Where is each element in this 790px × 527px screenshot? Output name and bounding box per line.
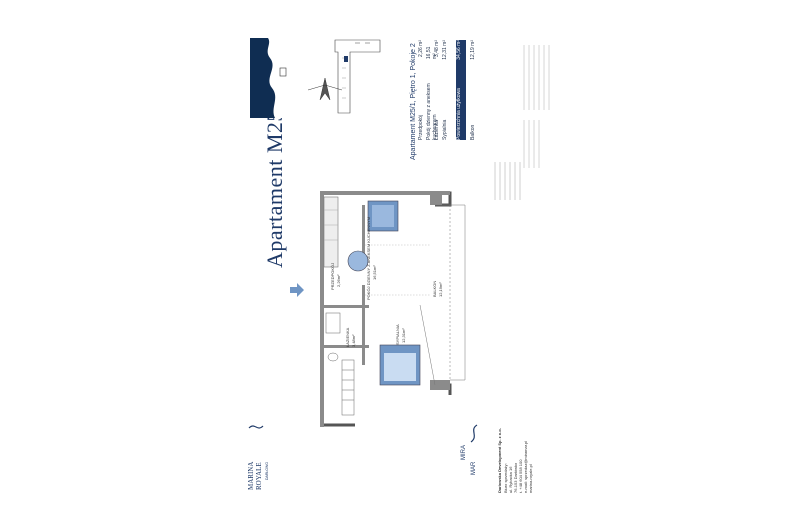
svg-text:ROYALE: ROYALE xyxy=(255,462,263,490)
marina-royale-logo: MARINA ROYALE DARŁOWO xyxy=(245,420,275,495)
company-web[interactable]: marina-royale.pl xyxy=(528,464,533,493)
company-name: Darlowska Development Sp. z o.o. xyxy=(497,428,502,493)
location-minimap xyxy=(250,38,300,118)
room-label-balkon: BALKON xyxy=(432,280,437,297)
svg-text:MARINA: MARINA xyxy=(247,462,255,490)
floor-plan: PRZEDPOKÓJ 2,26m² POKÓJ DZIENNY Z ANEKSE… xyxy=(300,185,470,435)
company-address: Darlowska Development Sp. z o.o. Biuro s… xyxy=(495,395,535,495)
room-area-pokoj: 16,51m² xyxy=(372,265,377,280)
svg-text:DARŁOWO: DARŁOWO xyxy=(265,462,269,480)
room-label-pokoj: POKÓJ DZIENNY Z ANEKSEM KUCHENNYM xyxy=(366,216,371,300)
room-label-sypialnia: SYPIALNIA xyxy=(395,324,400,345)
room-label-przedpokoj: PRZEDPOKÓJ xyxy=(330,262,335,290)
room-area-sypialnia: 12,31m² xyxy=(401,328,406,343)
svg-text:MAR: MAR xyxy=(471,461,477,475)
compass-icon xyxy=(307,77,343,101)
svg-text:MIRA: MIRA xyxy=(461,445,467,460)
apartment-subtitle: Apartament M25/1, Piętro 1, Pokoje 2 xyxy=(410,43,417,160)
room-label-lazienka: ŁAZIENKA xyxy=(345,327,350,347)
page-title: Apartament M25/1 xyxy=(262,91,287,268)
notes-block xyxy=(520,40,560,170)
site-plan xyxy=(300,38,385,118)
room-area-przedpokoj: 2,26m² xyxy=(336,274,341,287)
entrance-arrow-icon xyxy=(290,283,304,302)
room-area-balkon: 12,19m² xyxy=(438,282,443,297)
room-area-lazienka: 3,48m² xyxy=(351,334,356,347)
mira-mar-logo: MIRA MAR xyxy=(455,420,485,490)
legend xyxy=(490,160,530,220)
